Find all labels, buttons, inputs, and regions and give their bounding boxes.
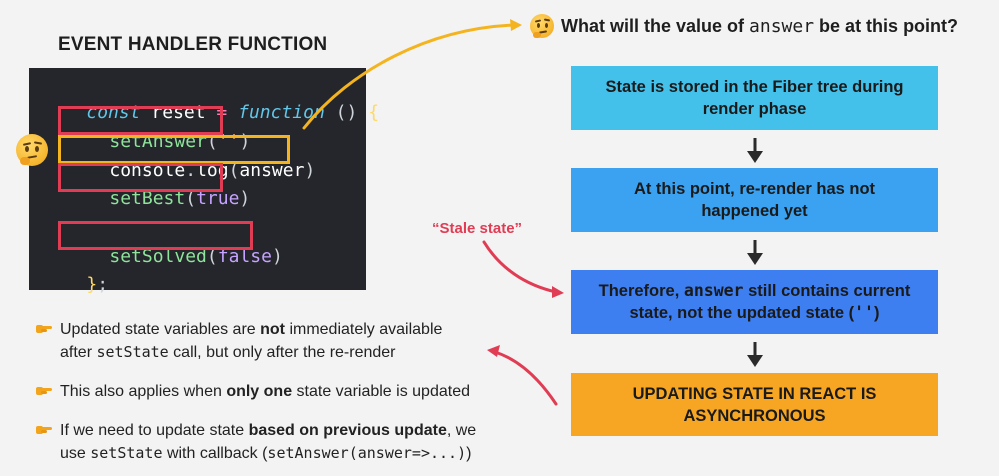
code-keyword-function: function <box>238 102 325 123</box>
pointing-hand-icon <box>36 426 52 434</box>
down-arrow-icon <box>747 240 763 265</box>
curved-arrow-icon <box>482 240 558 294</box>
curved-arrow-icon <box>493 350 558 406</box>
down-arrow-icon <box>747 138 763 163</box>
code-parens: () <box>335 102 358 123</box>
highlight-box-setsolved <box>58 221 253 250</box>
flow-box-asynchronous: UPDATING STATE IN REACT IS ASYNCHRONOUS <box>571 373 938 436</box>
flow-box-stale-answer: Therefore, answer still contains current… <box>571 270 938 334</box>
thinking-face-icon <box>530 14 554 38</box>
thinking-face-icon <box>16 134 48 166</box>
pointing-hand-icon <box>36 387 52 395</box>
flow-box-rerender-not-happened: At this point, re-render has not happene… <box>571 168 938 232</box>
question-heading: What will the value of answer be at this… <box>561 16 959 37</box>
stale-state-label: “Stale state” <box>432 220 523 237</box>
flow-box-fiber-tree: State is stored in the Fiber tree during… <box>571 66 938 130</box>
code-line-4: setBest(true) <box>109 188 251 209</box>
code-panel: const reset = function () { setAnswer(''… <box>29 68 379 295</box>
highlight-box-setbest <box>58 163 223 192</box>
code-line-5: setSolved(false) <box>109 246 283 267</box>
question-code-answer: answer <box>749 16 815 37</box>
highlight-box-setanswer <box>58 106 223 135</box>
arrow-head-icon <box>510 19 522 31</box>
arrow-head-icon <box>552 286 564 298</box>
code-open-brace: { <box>368 102 380 123</box>
arrow-head-icon <box>487 345 500 357</box>
section-title: EVENT HANDLER FUNCTION <box>58 34 328 55</box>
highlight-box-console-log <box>58 135 290 164</box>
code-line-6: }; <box>86 274 109 295</box>
pointing-hand-icon <box>36 325 52 333</box>
down-arrow-icon <box>747 342 763 367</box>
